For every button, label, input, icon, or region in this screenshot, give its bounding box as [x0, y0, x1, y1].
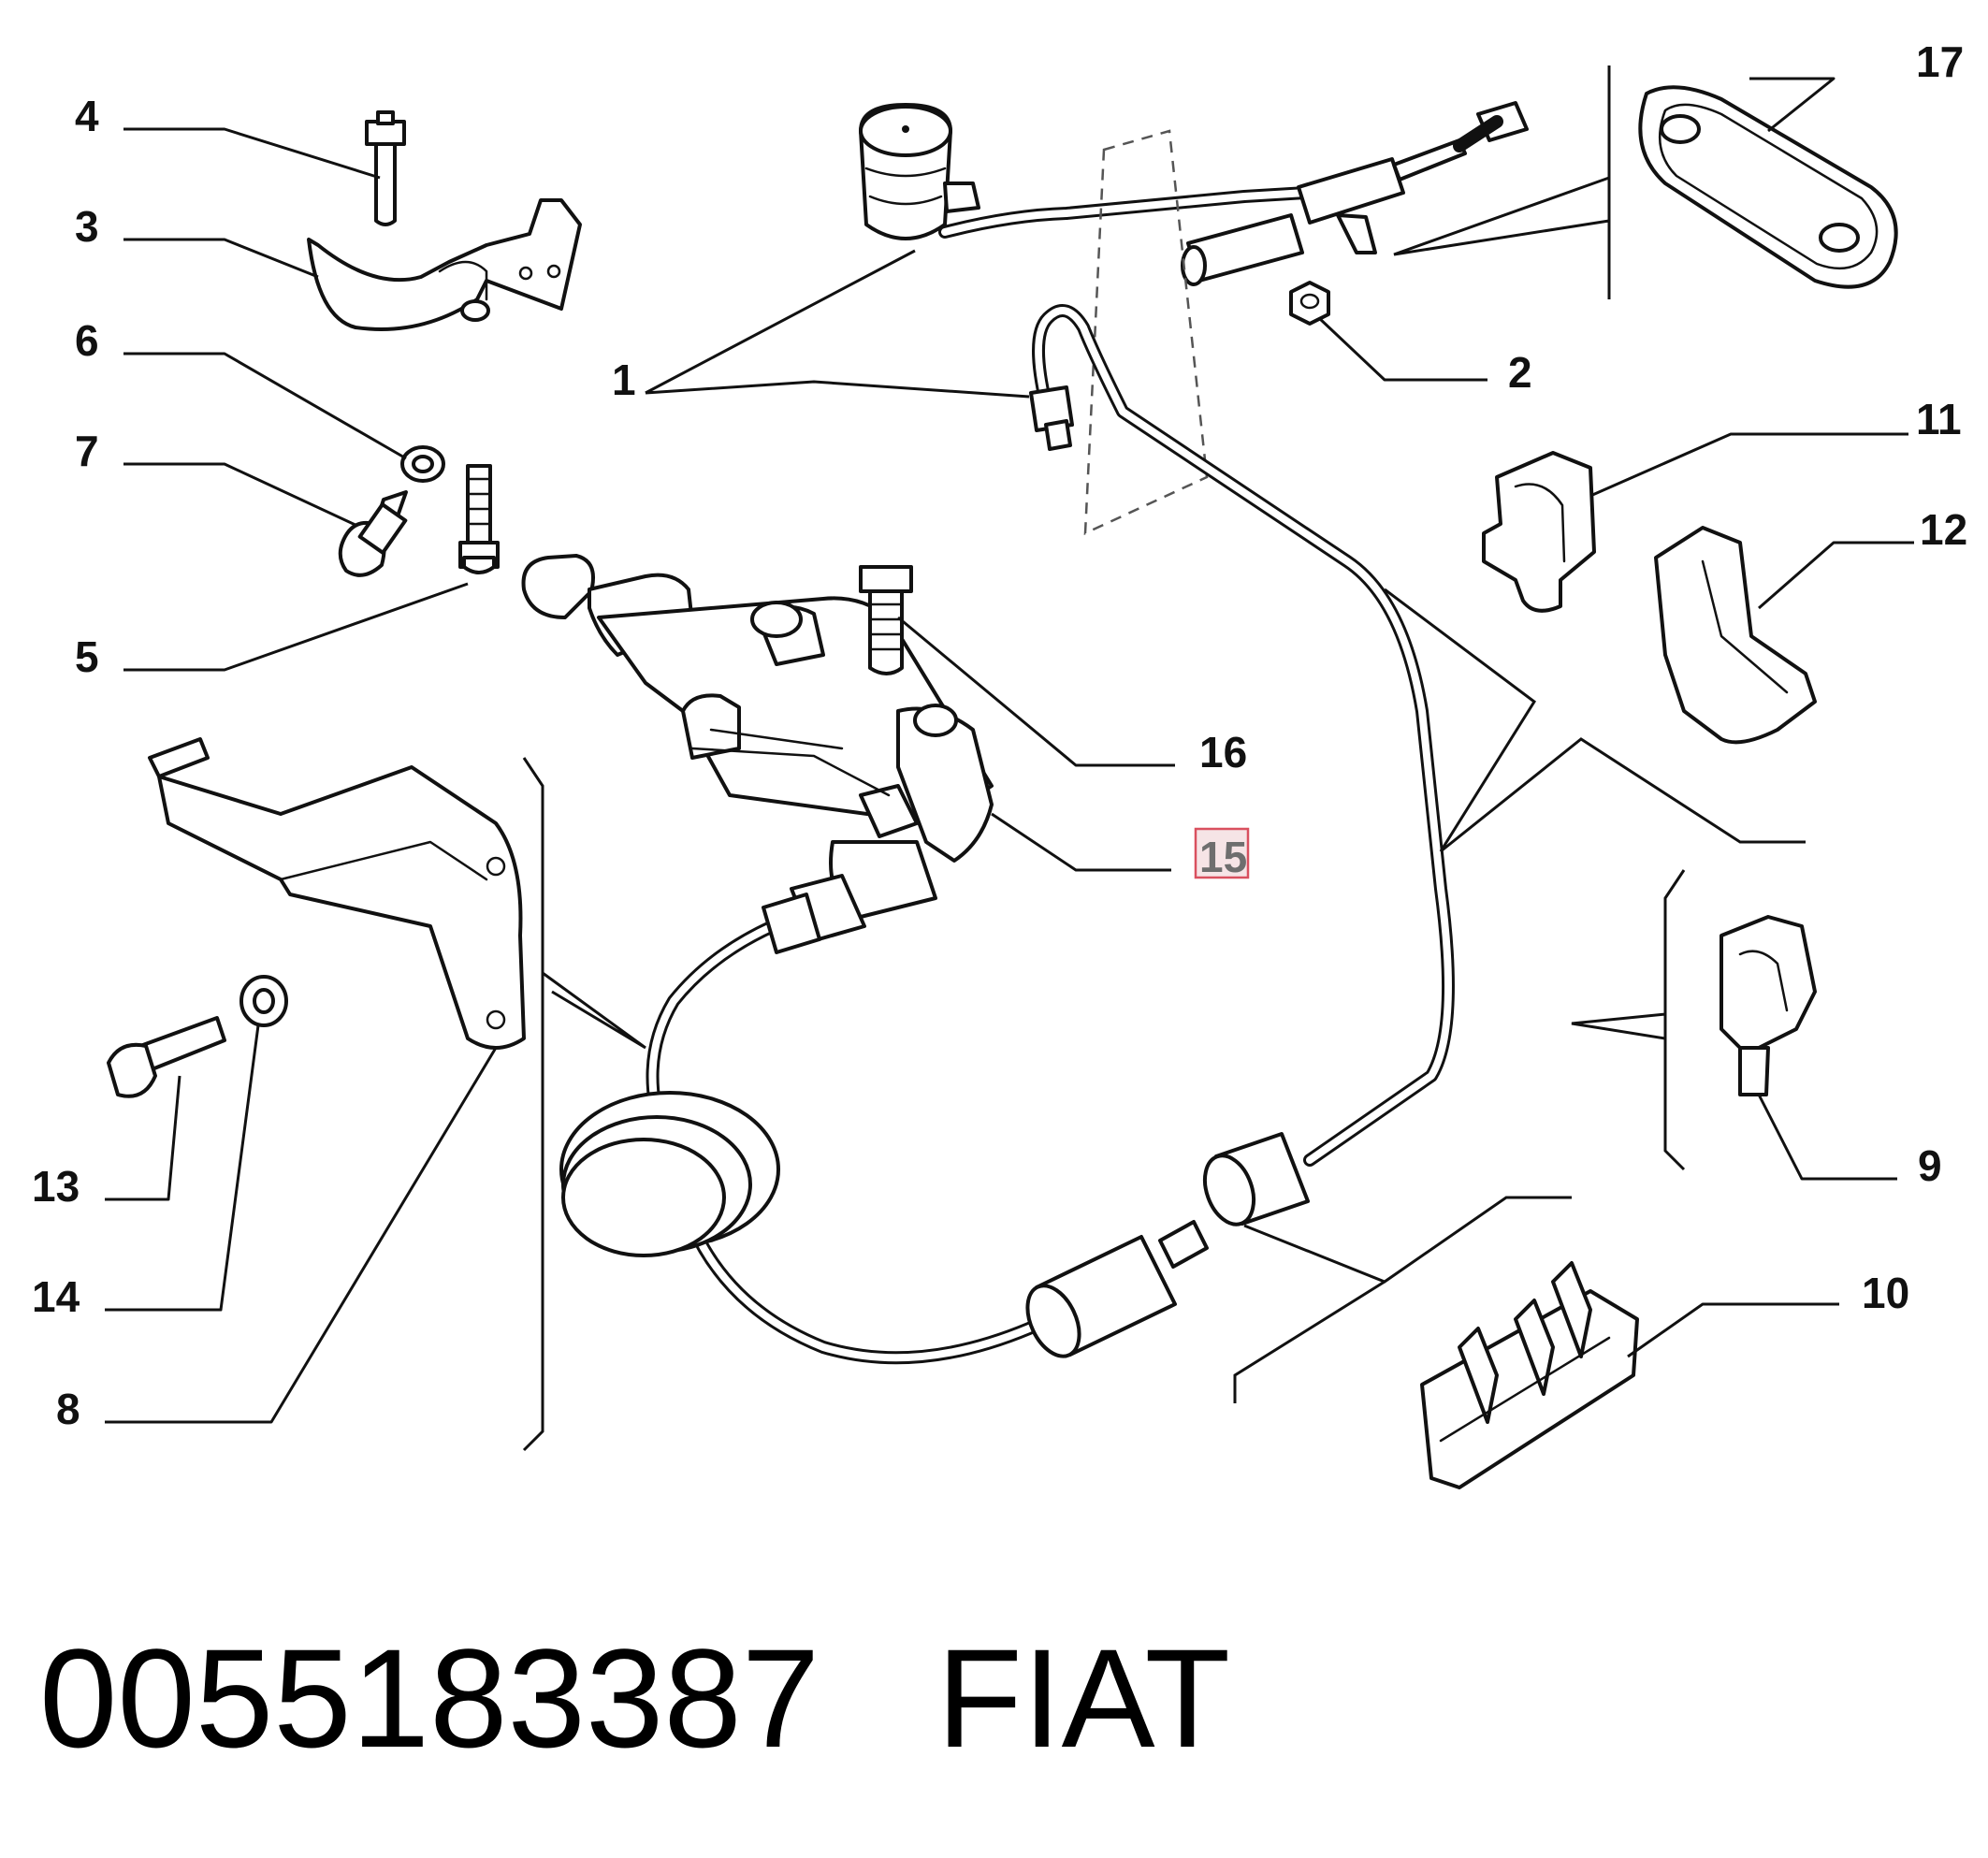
part-15-slave-cylinder [521, 554, 994, 954]
part-1-reservoir [859, 103, 1344, 240]
part-9-clip [1720, 915, 1817, 1096]
callouts: 4 3 6 7 5 1 2 17 11 12 16 15 13 14 8 9 1… [32, 37, 1967, 1433]
leader-lines [105, 77, 1914, 1424]
hose-coil [559, 1091, 780, 1257]
master-cylinder [1181, 101, 1529, 286]
callout-6[interactable]: 6 [75, 316, 99, 365]
callout-16[interactable]: 16 [1199, 728, 1247, 777]
callout-3[interactable]: 3 [75, 202, 99, 251]
part-8-bracket [148, 737, 526, 1050]
callout-15-highlight [1194, 827, 1250, 879]
part-7-bolt [338, 490, 408, 577]
callout-4[interactable]: 4 [75, 92, 99, 140]
part-4-screw [365, 110, 406, 226]
part-6-washer [400, 445, 445, 483]
part-16-bolt [859, 565, 913, 675]
part-12-clip [1654, 526, 1817, 745]
part-2-nut [1289, 281, 1330, 326]
callout-5[interactable]: 5 [75, 632, 99, 681]
part-13-bolt [107, 1016, 226, 1098]
pipe-connector [1025, 1132, 1310, 1358]
callout-14[interactable]: 14 [32, 1272, 80, 1321]
callout-7[interactable]: 7 [75, 427, 99, 475]
part-11-clip [1482, 451, 1596, 613]
part-3-bracket [307, 198, 582, 331]
brand-name: FIAT [936, 1619, 1231, 1777]
callout-2[interactable]: 2 [1508, 348, 1532, 397]
callout-9[interactable]: 9 [1918, 1141, 1942, 1190]
clutch-pipe [646, 304, 1455, 1365]
callout-12[interactable]: 12 [1920, 505, 1967, 554]
callout-15[interactable]: 15 [1199, 833, 1247, 881]
callout-13[interactable]: 13 [32, 1162, 80, 1211]
callout-10[interactable]: 10 [1862, 1269, 1909, 1317]
callout-11[interactable]: 11 [1916, 395, 1962, 443]
footer: 0055183387 FIAT [39, 1628, 1230, 1768]
part-14-washer [239, 975, 288, 1027]
callout-17[interactable]: 17 [1916, 37, 1964, 86]
part-17-gasket [1638, 85, 1898, 289]
part-number: 0055183387 [39, 1619, 820, 1777]
part-10-clip [1420, 1261, 1639, 1489]
group-frames [522, 65, 1806, 1452]
part-5-bolt [458, 464, 500, 574]
callout-8[interactable]: 8 [56, 1385, 80, 1433]
dashed-region-outline [1083, 129, 1209, 535]
callout-1[interactable]: 1 [612, 356, 636, 404]
